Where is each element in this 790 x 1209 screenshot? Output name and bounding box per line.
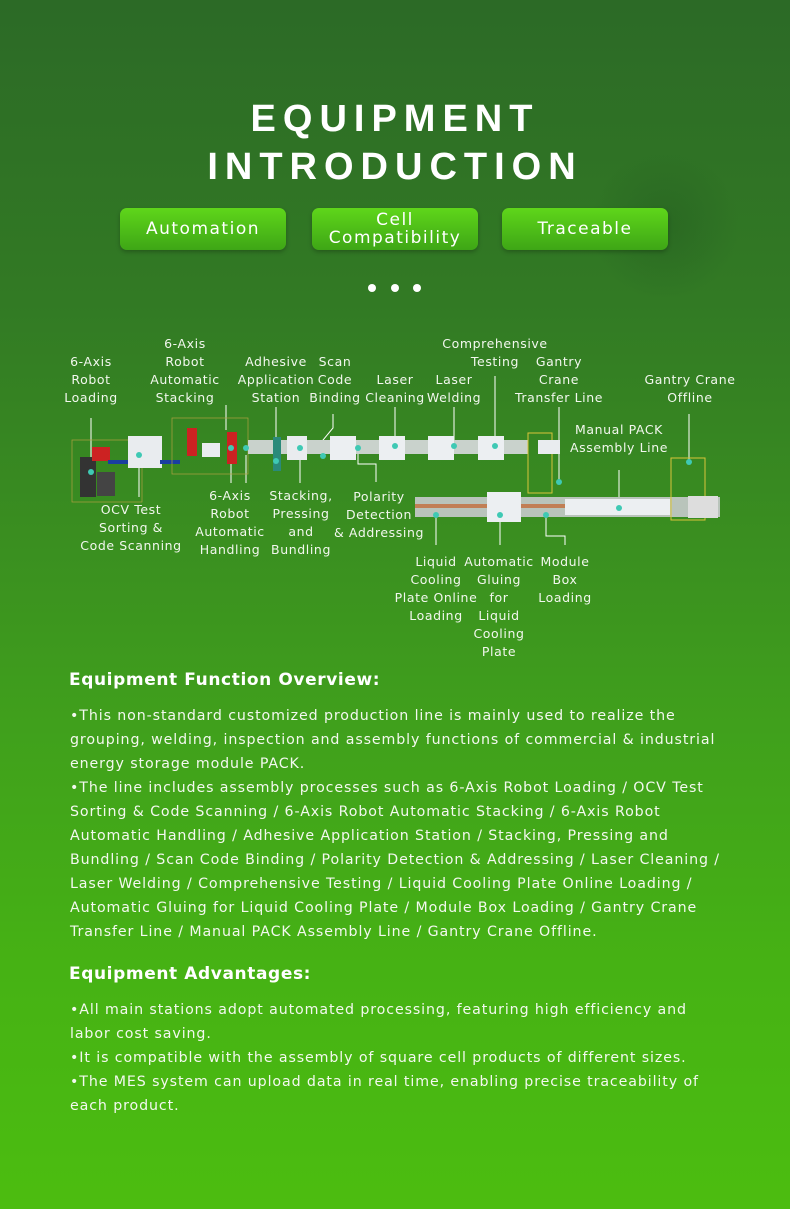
label-robot-stacking: 6-Axis Robot Automatic Stacking: [150, 336, 220, 405]
label-scan-code: Scan Code Binding: [309, 354, 361, 405]
label-robot-loading: 6-Axis Robot Loading: [64, 354, 118, 405]
feature-traceable: Traceable: [502, 208, 668, 250]
station-markers: [88, 443, 692, 518]
overview-paragraph: •The line includes assembly processes su…: [70, 780, 720, 940]
production-line-layout: [71, 417, 720, 522]
label-adhesive: Adhesive Application Station: [237, 354, 315, 405]
label-stacking: Stacking, Pressing and Bundling: [269, 488, 333, 557]
label-robot-handling: 6-Axis Robot Automatic Handling: [195, 488, 265, 557]
page-title-line1: EQUIPMENT: [250, 98, 540, 140]
label-gluing: Automatic Gluing for Liquid Cooling Plat…: [464, 554, 534, 659]
label-module-box: Module Box Loading: [538, 554, 592, 605]
label-polarity: Polarity Detection & Addressing: [333, 489, 425, 540]
overview-heading: Equipment Function Overview:: [69, 670, 381, 690]
overview-paragraph: •This non-standard customized production…: [70, 708, 716, 772]
label-liquid-loading: Liquid Cooling Plate Online Loading: [394, 554, 478, 623]
feature-cell-compatibility: Cell Compatibility: [312, 208, 478, 250]
carousel-dot[interactable]: [368, 284, 376, 292]
label-ocv: OCV Test Sorting & Code Scanning: [80, 502, 182, 553]
carousel-dot[interactable]: [391, 284, 399, 292]
advantage-item: •It is compatible with the assembly of s…: [70, 1050, 687, 1066]
advantage-item: •The MES system can upload data in real …: [70, 1074, 699, 1114]
label-comprehensive: Comprehensive Testing: [442, 336, 548, 369]
label-gantry-transfer: Gantry Crane Transfer Line: [514, 354, 604, 405]
label-laser-welding: Laser Welding: [426, 372, 482, 405]
lower-line: [415, 457, 720, 522]
overview-text: •This non-standard customized production…: [70, 704, 730, 944]
carousel-dot[interactable]: [413, 284, 421, 292]
label-manual-pack: Manual PACK Assembly Line: [569, 422, 669, 455]
feature-automation: Automation: [120, 208, 286, 250]
advantages-heading: Equipment Advantages:: [69, 964, 312, 984]
advantage-item: •All main stations adopt automated proce…: [70, 1002, 687, 1042]
advantages-text: •All main stations adopt automated proce…: [70, 998, 730, 1118]
page-title-line2: INTRODUCTION: [207, 146, 583, 188]
label-gantry-offline: Gantry Crane Offline: [644, 372, 736, 405]
label-laser-cleaning: Laser Cleaning: [365, 372, 425, 405]
